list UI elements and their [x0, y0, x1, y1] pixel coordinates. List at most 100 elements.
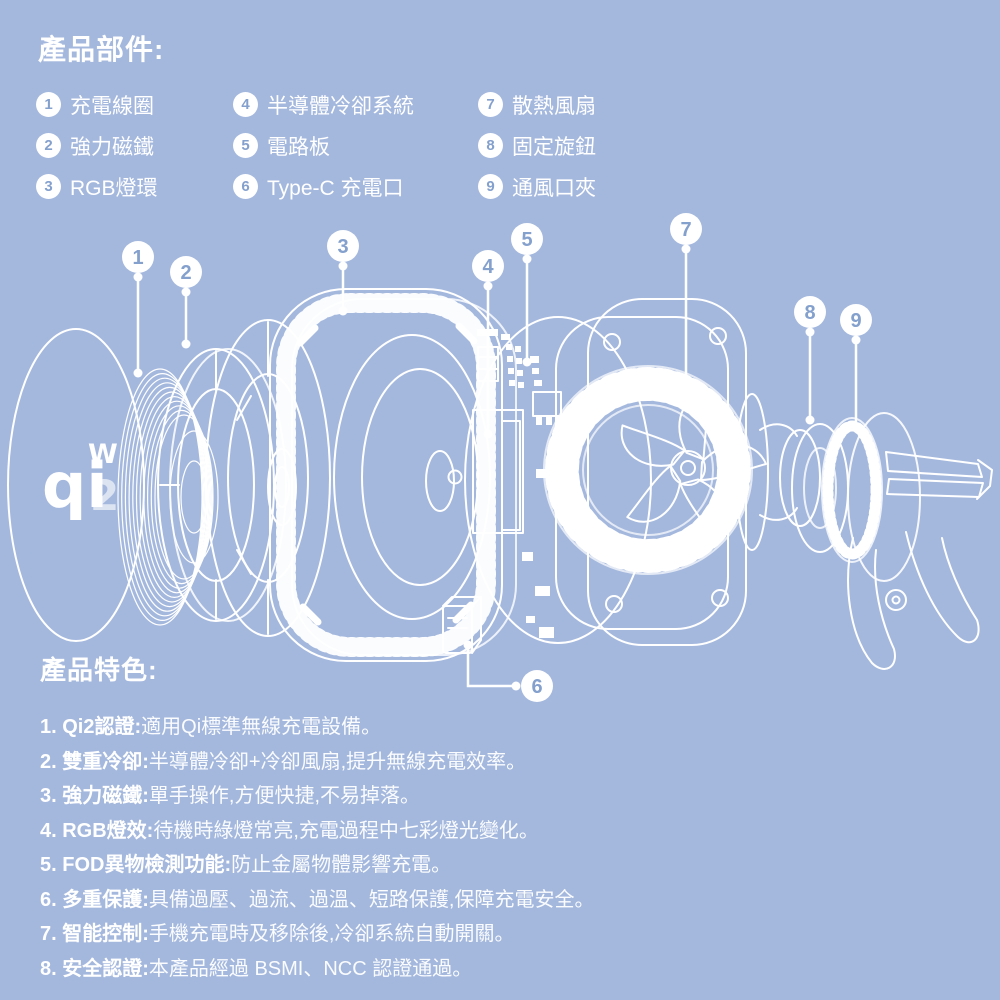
part-item-5: 5 電路板	[233, 133, 414, 159]
qi2-logo-w: W	[88, 439, 118, 470]
heatsink-fins	[545, 367, 751, 573]
part-number-badge: 9	[478, 174, 503, 199]
callout-circle-8	[794, 296, 826, 328]
leader-dot	[511, 681, 521, 691]
part-item-6: 6 Type-C 充電口	[233, 174, 414, 200]
part-label: 電路板	[267, 135, 330, 159]
semiconductor-cooler	[472, 409, 524, 534]
feature-label: 5. FOD異物檢測功能:	[40, 854, 232, 876]
fixing-knob	[735, 393, 849, 553]
feature-item: 4. RGB燈效:待機時綠燈常亮,充電過程中七彩燈光變化。	[40, 814, 970, 849]
leader-dot	[181, 287, 191, 297]
feature-desc: 待機時綠燈常亮,充電過程中七彩燈光變化。	[153, 819, 539, 842]
feature-item: 3. 強力磁鐵:單手操作,方便快捷,不易掉落。	[40, 779, 970, 814]
leader-dot	[338, 306, 348, 316]
part-number-badge: 4	[233, 92, 258, 117]
feature-label: 6. 多重保護:	[40, 888, 149, 911]
feature-label: 7. 智能控制:	[40, 923, 149, 945]
callout-number: 7	[680, 219, 691, 241]
part-item-2: 2 強力磁鐵	[36, 133, 158, 159]
features-section-title: 產品特色:	[40, 655, 158, 685]
part-number-badge: 6	[233, 174, 258, 199]
callout-circle-6	[521, 670, 553, 702]
leader-dot	[133, 368, 143, 378]
rgb-ring-housing	[269, 288, 517, 662]
part-number-badge: 1	[36, 92, 61, 117]
callout-circle-9	[840, 304, 872, 336]
leader-dot	[805, 327, 815, 337]
callout-circle-3	[327, 230, 359, 262]
callout-number: 6	[531, 676, 542, 698]
fan-blades	[620, 391, 767, 542]
part-item-4: 4 半導體冷卻系統	[233, 92, 414, 118]
leader-dot	[483, 281, 493, 291]
callout-leader-6	[466, 645, 516, 688]
part-label: RGB燈環	[70, 176, 158, 200]
feature-item: 5. FOD異物檢測功能:防止金屬物體影響充電。	[40, 848, 970, 883]
feature-item: 7. 智能控制:手機充電時及移除後,冷卻系統自動開關。	[40, 917, 970, 952]
part-number-badge: 8	[478, 133, 503, 158]
parts-legend-column-2: 4 半導體冷卻系統 5 電路板 6 Type-C 充電口	[233, 92, 414, 200]
callout-circle-1	[122, 241, 154, 273]
leader-dot	[851, 335, 861, 345]
leader-dot	[133, 272, 143, 282]
leader-dot	[522, 357, 532, 367]
callout-number: 5	[521, 229, 532, 251]
part-item-9: 9 通風口夾	[478, 174, 596, 200]
part-label: 散熱風扇	[512, 94, 596, 118]
parts-legend-column-1: 1 充電線圈 2 強力磁鐵 3 RGB燈環	[36, 92, 158, 200]
part-number-badge: 3	[36, 174, 61, 199]
part-label: 充電線圈	[70, 94, 154, 118]
feature-item: 2. 雙重冷卻:半導體冷卻+冷卻風扇,提升無線充電效率。	[40, 745, 970, 780]
callout-layer: 1 2 3 4 5 6 7 8 9	[122, 213, 872, 702]
part-number-badge: 7	[478, 92, 503, 117]
type-c-port	[442, 596, 482, 654]
callout-number: 3	[337, 236, 348, 258]
feature-label: 8. 安全認證:	[40, 957, 149, 980]
feature-desc: 單手操作,方便快捷,不易掉落。	[148, 785, 421, 807]
feature-label: 3. 強力磁鐵:	[40, 785, 149, 807]
callout-circle-7	[670, 213, 702, 245]
part-label: Type-C 充電口	[267, 176, 404, 200]
callout-circle-5	[511, 223, 543, 255]
callout-circle-2	[170, 256, 202, 288]
leader-dot	[522, 254, 532, 264]
vent-clip	[821, 412, 993, 670]
part-label: 強力磁鐵	[70, 135, 154, 159]
leader-dot	[181, 339, 191, 349]
part-item-7: 7 散熱風扇	[478, 92, 596, 118]
feature-desc: 手機充電時及移除後,冷卻系統自動開關。	[148, 923, 515, 945]
feature-desc: 半導體冷卻+冷卻風扇,提升無線充電效率。	[148, 750, 527, 773]
part-item-3: 3 RGB燈環	[36, 174, 158, 200]
leader-dot	[681, 244, 691, 254]
magnet-holder-ring	[205, 319, 331, 637]
callout-number: 1	[132, 247, 143, 269]
feature-label: 4. RGB燈效:	[40, 819, 154, 842]
callout-circle-4	[472, 250, 504, 282]
leader-dot	[483, 429, 493, 439]
rgb-led-dot-band	[276, 293, 496, 657]
parts-section-title: 產品部件:	[38, 34, 165, 65]
feature-desc: 本產品經過 BSMI、NCC 認證通過。	[148, 957, 473, 980]
feature-item: 6. 多重保護:具備過壓、過流、過溫、短路保護,保障充電安全。	[40, 883, 970, 918]
part-label: 半導體冷卻系統	[267, 94, 414, 118]
diagram-line-art: qi 2 W	[7, 288, 993, 670]
part-label: 通風口夾	[512, 176, 596, 200]
qi2-logo-2: 2	[90, 471, 119, 520]
callout-number: 8	[804, 302, 815, 324]
feature-label: 2. 雙重冷卻:	[40, 750, 149, 773]
feature-desc: 具備過壓、過流、過溫、短路保護,保障充電安全。	[148, 888, 595, 911]
callout-number: 2	[180, 262, 191, 284]
leader-dot	[463, 640, 473, 650]
features-list: 1. Qi2認證:適用Qi標準無線充電設備。2. 雙重冷卻:半導體冷卻+冷卻風扇…	[40, 710, 970, 986]
qi2-logo-qi: qi	[42, 449, 108, 522]
part-number-badge: 2	[36, 133, 61, 158]
callout-number: 9	[850, 310, 861, 332]
feature-desc: 防止金屬物體影響充電。	[231, 854, 452, 876]
callout-number: 4	[482, 256, 494, 278]
part-number-badge: 5	[233, 133, 258, 158]
